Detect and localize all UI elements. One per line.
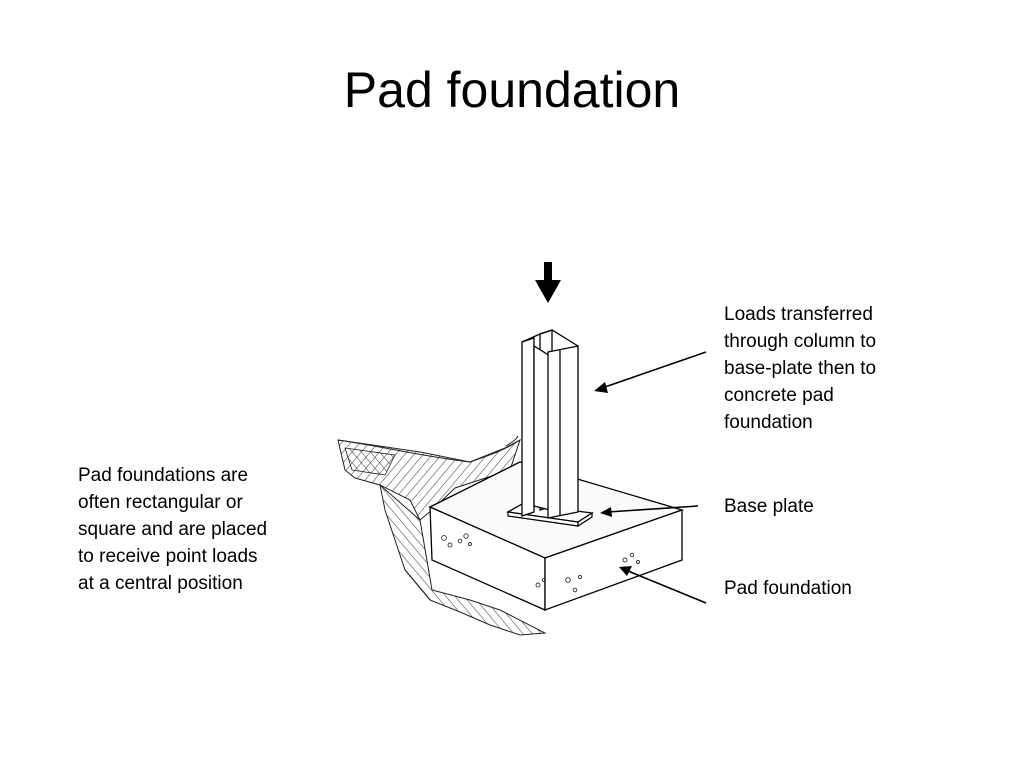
load-arrow-icon: [535, 262, 561, 303]
leader-arrow-loads: [601, 351, 707, 389]
left-note: Pad foundations are often rectangular or…: [78, 462, 308, 597]
label-loads-line: concrete pad: [724, 385, 834, 406]
left-note-line: at a central position: [78, 573, 243, 594]
left-note-line: square and are placed: [78, 519, 268, 540]
label-base-plate: Base plate: [724, 496, 814, 517]
label-pad-foundation: Pad foundation: [724, 578, 852, 599]
leader-arrows: [594, 351, 707, 604]
steel-column: [521, 329, 579, 519]
left-note-line: Pad foundations are: [78, 465, 249, 486]
label-loads-line: base-plate then to: [724, 358, 877, 379]
leader-arrow-base-plate: [607, 505, 699, 513]
left-note-line: to receive point loads: [78, 546, 258, 567]
page-title: Pad foundation: [343, 62, 681, 118]
soil-hatching: [337, 435, 547, 636]
label-loads-line: Loads transferred: [724, 304, 873, 325]
label-loads: Loads transferred through column to base…: [724, 301, 954, 436]
leader-arrow-pad: [627, 570, 707, 604]
label-loads-line: through column to: [724, 331, 877, 352]
label-loads-line: foundation: [724, 412, 813, 433]
left-note-line: often rectangular or: [78, 492, 243, 513]
